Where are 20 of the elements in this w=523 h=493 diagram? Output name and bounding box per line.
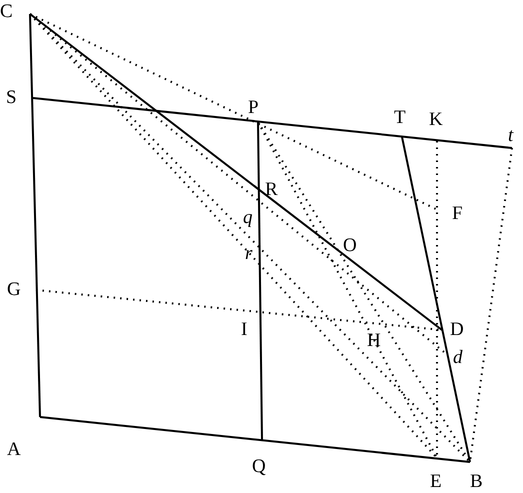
point-label: d bbox=[453, 348, 462, 368]
point-label: E bbox=[430, 472, 442, 492]
point-label: C bbox=[0, 2, 13, 22]
point-label: K bbox=[429, 110, 443, 130]
point-label: I bbox=[241, 320, 248, 340]
point-label: H bbox=[367, 331, 381, 351]
point-label: Q bbox=[252, 457, 266, 477]
point-label: P bbox=[248, 98, 259, 118]
point-label: T bbox=[394, 108, 406, 128]
point-label: t bbox=[508, 126, 514, 146]
point-label: O bbox=[343, 236, 357, 256]
point-label: S bbox=[6, 88, 17, 108]
point-label: A bbox=[7, 440, 21, 460]
point-label: R bbox=[265, 180, 278, 200]
point-label: r bbox=[245, 244, 252, 264]
point-label: B bbox=[470, 472, 483, 492]
point-label: F bbox=[452, 204, 463, 224]
point-label: D bbox=[450, 320, 464, 340]
point-label: q bbox=[243, 208, 252, 228]
point-label: G bbox=[7, 280, 21, 300]
